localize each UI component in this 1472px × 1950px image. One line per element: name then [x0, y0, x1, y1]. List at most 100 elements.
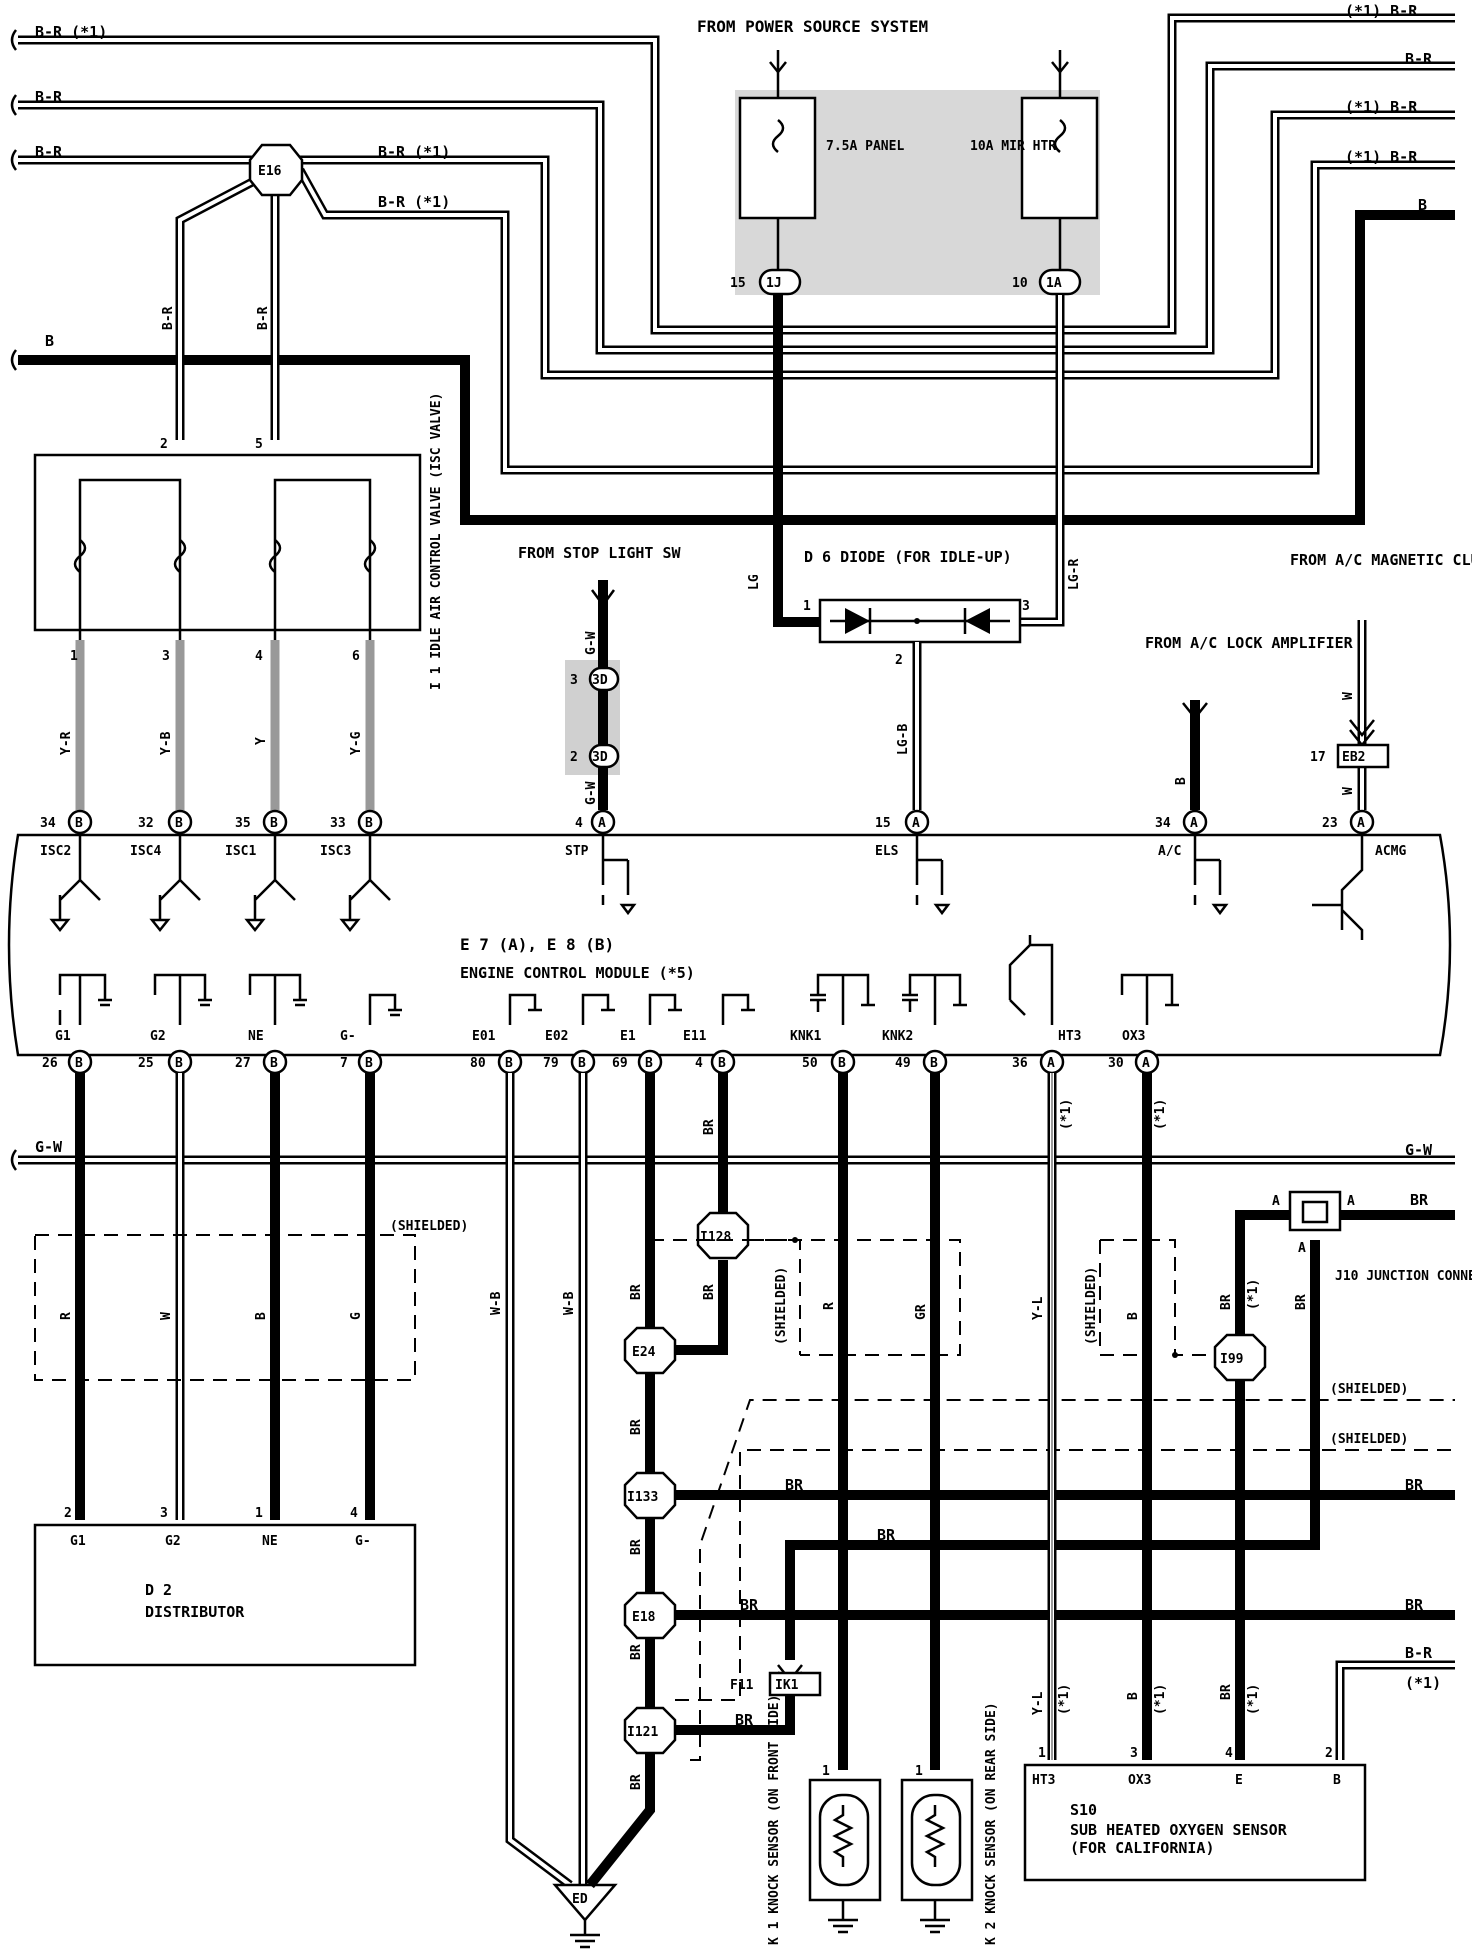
svg-text:49: 49: [895, 1056, 911, 1071]
ht3-wire-yl-b: Y-L: [1031, 1691, 1046, 1715]
junction-e18: E18: [623, 1591, 677, 1640]
transistor-icon: [339, 835, 391, 933]
wire-label-left-3: B-R: [35, 143, 63, 161]
resistor-icon: [248, 973, 307, 1025]
s10-br-r: B-R: [1405, 1644, 1433, 1662]
s10-box: [1023, 1763, 1367, 1882]
svg-text:HT3: HT3: [1058, 1029, 1081, 1044]
ground-ed: [552, 1883, 618, 1922]
ecm-pin-g1: B 26 G1: [42, 1029, 93, 1075]
diode-title: D 6 DIODE (FOR IDLE-UP): [804, 548, 1012, 566]
svg-text:25: 25: [138, 1056, 154, 1071]
i99-star-top: (*1): [1246, 1279, 1261, 1310]
br-label-e11b: BR: [702, 1284, 717, 1300]
svg-text:ISC2: ISC2: [40, 844, 71, 859]
s10-subtitle2: (FOR CALIFORNIA): [1070, 1839, 1215, 1857]
j10-pin-left: A: [1272, 1194, 1280, 1209]
svg-text:E01: E01: [472, 1029, 496, 1044]
ecm-pin-acmg: A 23 ACMG: [1322, 809, 1406, 859]
svg-text:E11: E11: [683, 1029, 707, 1044]
terminal-1a-pin: 10: [1012, 276, 1028, 291]
isc-pin-6: 6: [352, 649, 360, 664]
ecm-pin-isc3: B 33 ISC3: [320, 809, 383, 859]
oxygen-wires: (*1) (*1) Y-L B Y-L (*1) B (*1) BR BR (*…: [1031, 1073, 1472, 1760]
resistor-icon: [915, 835, 951, 916]
diode-pin-3: 3: [1022, 599, 1030, 614]
br-h1-right: BR: [1405, 1476, 1424, 1494]
isc-title: I 1 IDLE AIR CONTROL VALVE (ISC VALVE): [429, 393, 444, 690]
shielded-label-3: (SHIELDED): [1330, 1382, 1408, 1397]
knock-sensor-k1: 1 K 1 KNOCK SENSOR (ON FRONT SIDE): [767, 1695, 882, 1945]
ac-lock-label: FROM A/C LOCK AMPLIFIER: [1145, 634, 1354, 652]
wire-label-left-4: B: [45, 332, 54, 350]
svg-text:23: 23: [1322, 816, 1338, 831]
resistor-icon: [1193, 835, 1229, 916]
diode-wire-right: LG-R: [1067, 559, 1082, 590]
s10-title: S10: [1070, 1801, 1097, 1819]
svg-text:ELS: ELS: [875, 844, 899, 859]
svg-text:B: B: [75, 1056, 83, 1071]
isc-wire-y: Y: [254, 737, 269, 745]
ground-icon: [508, 993, 542, 1025]
dist-pin-3: 3: [160, 1506, 168, 1521]
svg-text:B: B: [365, 1056, 373, 1071]
dist-wire-r: R: [59, 1312, 74, 1320]
svg-text:B: B: [270, 1056, 278, 1071]
br-label-e1e: BR: [629, 1774, 644, 1790]
ecm-title: E 7 (A), E 8 (B): [460, 935, 614, 954]
distributor-wires: (SHIELDED) R W B G: [34, 1073, 468, 1520]
dist-wire-w: W: [159, 1312, 174, 1320]
junction-i99: I99: [1213, 1333, 1267, 1382]
ht3-star-b: (*1): [1057, 1684, 1072, 1715]
stop-conn-top: 3D: [592, 673, 608, 688]
ecm-pin-knk2: B 49 KNK2: [882, 1029, 948, 1075]
wb-label-2: W-B: [562, 1291, 577, 1315]
wire-label-right-5: B: [1418, 196, 1427, 214]
wire-label-right-3: (*1) B-R: [1345, 98, 1418, 116]
dist-pin-4: 4: [350, 1506, 358, 1521]
isc-wire-yb: Y-B: [159, 731, 174, 755]
distributor-d2: 2 3 1 4 G1 G2 NE G- D 2 DISTRIBUTOR: [33, 1506, 417, 1667]
svg-text:30: 30: [1108, 1056, 1124, 1071]
knk1-wire-r: R: [822, 1302, 837, 1310]
dist-pin-1: 1: [255, 1506, 263, 1521]
e16-wire-label-1: B-R (*1): [378, 143, 450, 161]
svg-text:4: 4: [575, 816, 583, 831]
svg-text:I128: I128: [700, 1230, 731, 1245]
ecm-pin-isc1: B 35 ISC1: [225, 809, 288, 859]
svg-text:B: B: [578, 1056, 586, 1071]
ecm-bottom-terminals: B 26 G1 B 25 G2 B 27 NE B 7 G-: [42, 1029, 1160, 1075]
diode-left-icon: [845, 608, 870, 634]
j10-pin-bottom: A: [1298, 1241, 1306, 1256]
dist-pin-2: 2: [64, 1506, 72, 1521]
ox3-star-b: (*1): [1153, 1684, 1168, 1715]
br-chain: BR BR BR BR BR BR BR BR BR BR BR BR BR I…: [586, 1073, 1455, 1889]
shielded-label-5: (SHIELDED): [1084, 1267, 1099, 1345]
capacitor-icon: [810, 973, 875, 1025]
ac-inputs: FROM A/C LOCK AMPLIFIER B FROM A/C MAGNE…: [1145, 551, 1472, 810]
br-h4-label: BR: [877, 1526, 896, 1544]
svg-text:OX3: OX3: [1122, 1029, 1145, 1044]
resistor-icon: [153, 973, 212, 1025]
power-source-area: FROM POWER SOURCE SYSTEM 7.5A PANEL 1J 1…: [697, 17, 1100, 296]
s10-pin-1: 1: [1038, 1746, 1046, 1761]
svg-text:69: 69: [612, 1056, 628, 1071]
k2-pin: 1: [915, 1764, 923, 1779]
junction-e16: E16 B-R B-R: [161, 143, 304, 440]
i99-br-top: BR: [1219, 1294, 1234, 1310]
svg-text:B: B: [718, 1056, 726, 1071]
ground-icon: [581, 993, 615, 1025]
svg-text:I99: I99: [1220, 1352, 1243, 1367]
transistor-icon: [244, 835, 296, 933]
ecm-pin-knk1: B 50 KNK1: [790, 1029, 856, 1075]
isc-pin-2: 2: [160, 437, 168, 452]
power-source-label: FROM POWER SOURCE SYSTEM: [697, 17, 928, 36]
isc-wires: 1 3 4 6 Y-R Y-B Y Y-G: [59, 640, 375, 810]
left-wire-ends: [10, 29, 18, 1171]
svg-text:B: B: [930, 1056, 938, 1071]
stop-conn-bottom-pin: 2: [570, 750, 578, 765]
s10-pin-4: 4: [1225, 1746, 1233, 1761]
terminal-1a-code: 1A: [1046, 276, 1062, 291]
fuse-symbol-icon: [1053, 119, 1067, 153]
stop-light-input: FROM STOP LIGHT SW 3D 3 3D 2 G-W G-W: [518, 544, 682, 810]
